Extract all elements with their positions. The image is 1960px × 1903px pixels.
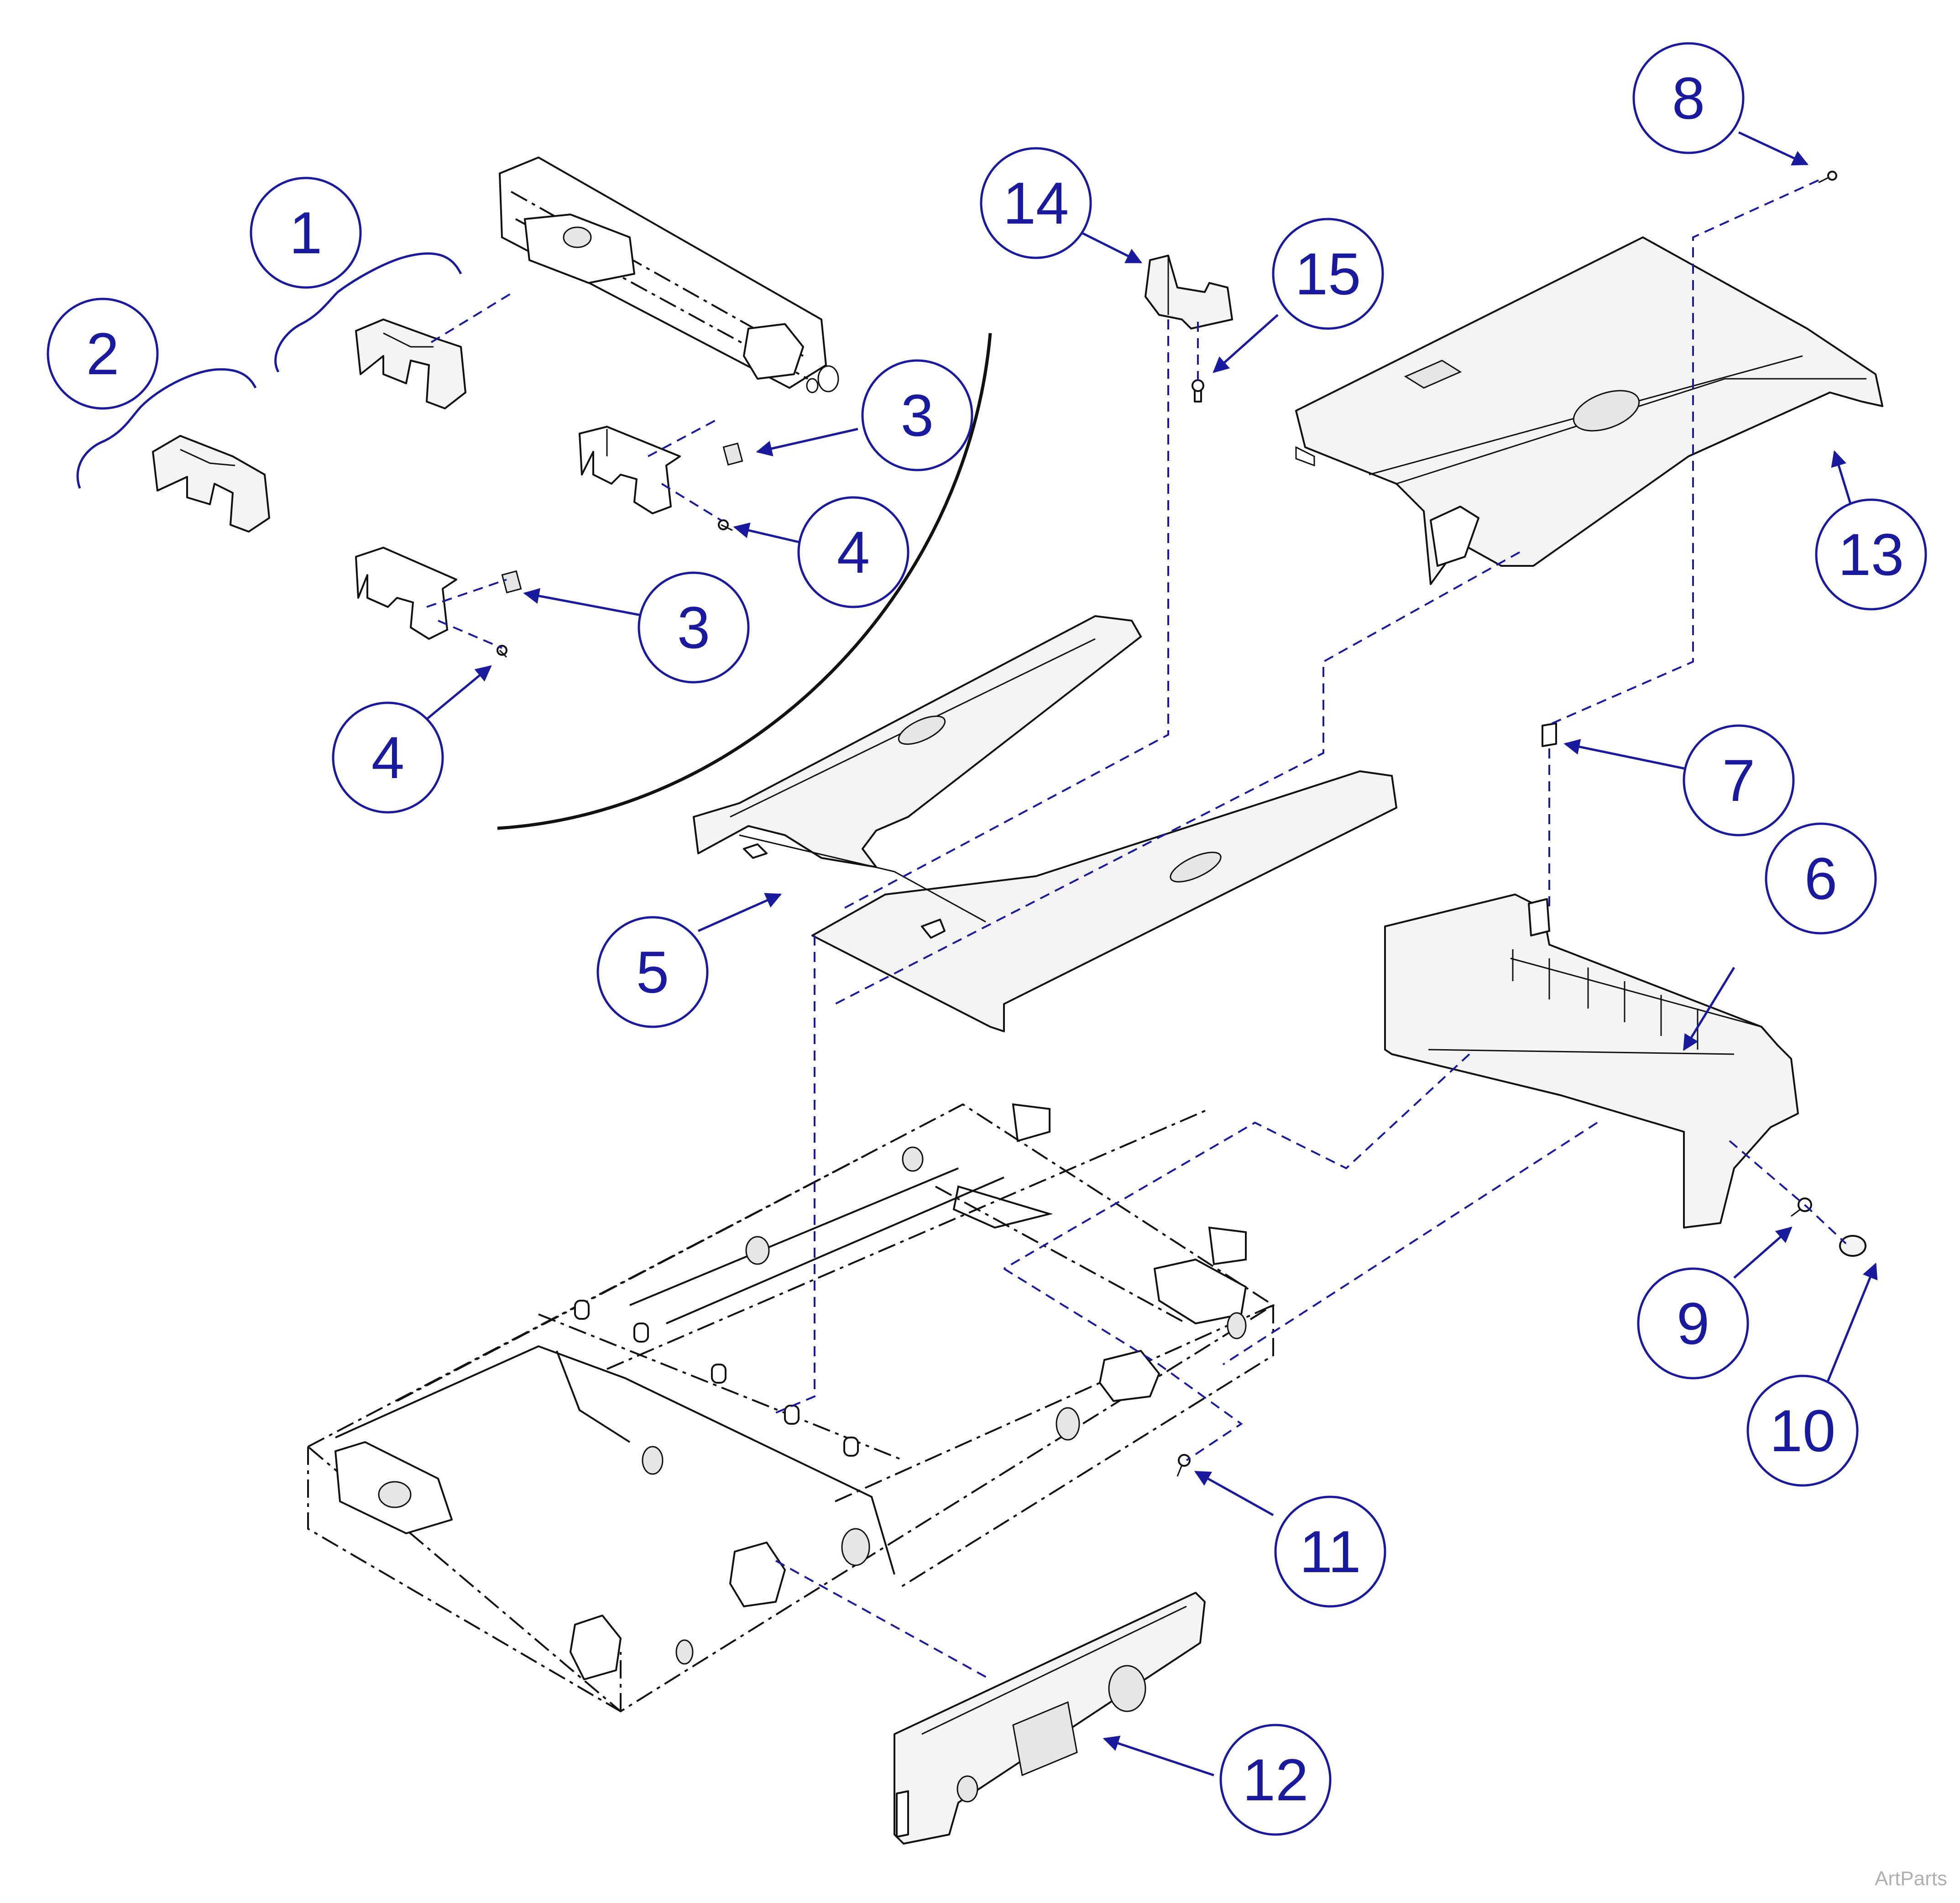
callout-4-lower: 4 xyxy=(332,701,444,814)
screw-part-11 xyxy=(1176,1454,1191,1477)
leader-13-down xyxy=(835,551,1520,1005)
callout-9: 9 xyxy=(1637,1267,1749,1380)
callout-label: 10 xyxy=(1770,1397,1836,1464)
bracket-part-upper xyxy=(579,426,681,514)
callout-label: 3 xyxy=(901,382,934,449)
callout-11: 11 xyxy=(1274,1495,1386,1608)
front-panel-part-12 xyxy=(894,1592,1206,1845)
cover-part-13 xyxy=(1295,236,1883,585)
callout-label: 3 xyxy=(677,594,710,661)
watermark: ArtParts xyxy=(1875,1867,1947,1890)
clip-nut-upper xyxy=(722,442,743,466)
leader-6-frame-a xyxy=(1003,1053,1470,1270)
brace-2 xyxy=(76,368,257,489)
leader-4b xyxy=(438,620,502,649)
cap-part-10 xyxy=(1839,1235,1866,1257)
callout-label: 11 xyxy=(1300,1518,1361,1585)
leader-8-13 xyxy=(1547,179,1819,727)
detail-view-arc xyxy=(497,333,992,830)
leader-1 xyxy=(430,291,514,343)
leader-4a xyxy=(661,483,722,521)
bracket-part-14 xyxy=(1145,255,1233,329)
callout-label: 4 xyxy=(371,724,404,791)
callout-14: 14 xyxy=(980,147,1092,259)
screw-part-8 xyxy=(1818,171,1837,183)
callout-label: 4 xyxy=(837,519,870,586)
end-cap-part-2 xyxy=(152,435,270,533)
callout-3-lower: 3 xyxy=(638,571,750,684)
callout-8: 8 xyxy=(1632,42,1745,154)
end-cap-part-1 xyxy=(355,319,466,409)
callout-2: 2 xyxy=(47,298,159,410)
callout-3-upper: 3 xyxy=(861,359,973,471)
callout-1: 1 xyxy=(250,177,362,289)
leader-3b xyxy=(426,579,507,608)
callout-arrows xyxy=(423,131,1878,1777)
screw-upper xyxy=(718,519,733,531)
callout-label: 7 xyxy=(1722,747,1755,814)
leader-12 xyxy=(775,1560,991,1680)
side-shroud-part-6 xyxy=(1384,894,1799,1229)
callout-label: 12 xyxy=(1243,1746,1309,1813)
leader-9-10 xyxy=(1729,1140,1847,1244)
brace-1 xyxy=(274,252,462,373)
callout-12: 12 xyxy=(1219,1724,1332,1836)
leader-14-down xyxy=(844,319,1169,909)
clip-part-7 xyxy=(1542,722,1557,747)
inset-frame-end xyxy=(498,156,839,393)
callout-13: 13 xyxy=(1815,498,1927,611)
screw-part-15 xyxy=(1192,379,1204,403)
callout-label: 5 xyxy=(636,939,669,1005)
leader-3a xyxy=(648,419,717,457)
callout-6: 6 xyxy=(1765,822,1877,935)
callout-5: 5 xyxy=(596,916,709,1028)
leader-5-frame xyxy=(771,936,815,1416)
top-rail-assembly-part-5 xyxy=(693,615,1397,1032)
callout-7: 7 xyxy=(1683,724,1795,836)
clip-nut-lower xyxy=(501,570,522,594)
callout-label: 15 xyxy=(1295,240,1361,307)
callout-label: 14 xyxy=(1003,170,1069,236)
callout-4-upper: 4 xyxy=(797,496,909,608)
callout-15: 15 xyxy=(1272,218,1384,330)
callout-label: 6 xyxy=(1804,845,1837,912)
callout-label: 8 xyxy=(1672,65,1705,131)
leader-6-frame-b xyxy=(1222,1122,1598,1365)
main-frame xyxy=(306,1103,1275,1713)
bracket-part-lower xyxy=(355,547,457,640)
callout-label: 9 xyxy=(1677,1290,1709,1357)
callout-label: 2 xyxy=(86,320,119,387)
callout-label: 1 xyxy=(289,199,322,266)
leader-11 xyxy=(1003,1268,1243,1461)
callout-label: 13 xyxy=(1838,521,1904,588)
callout-10: 10 xyxy=(1746,1375,1859,1487)
